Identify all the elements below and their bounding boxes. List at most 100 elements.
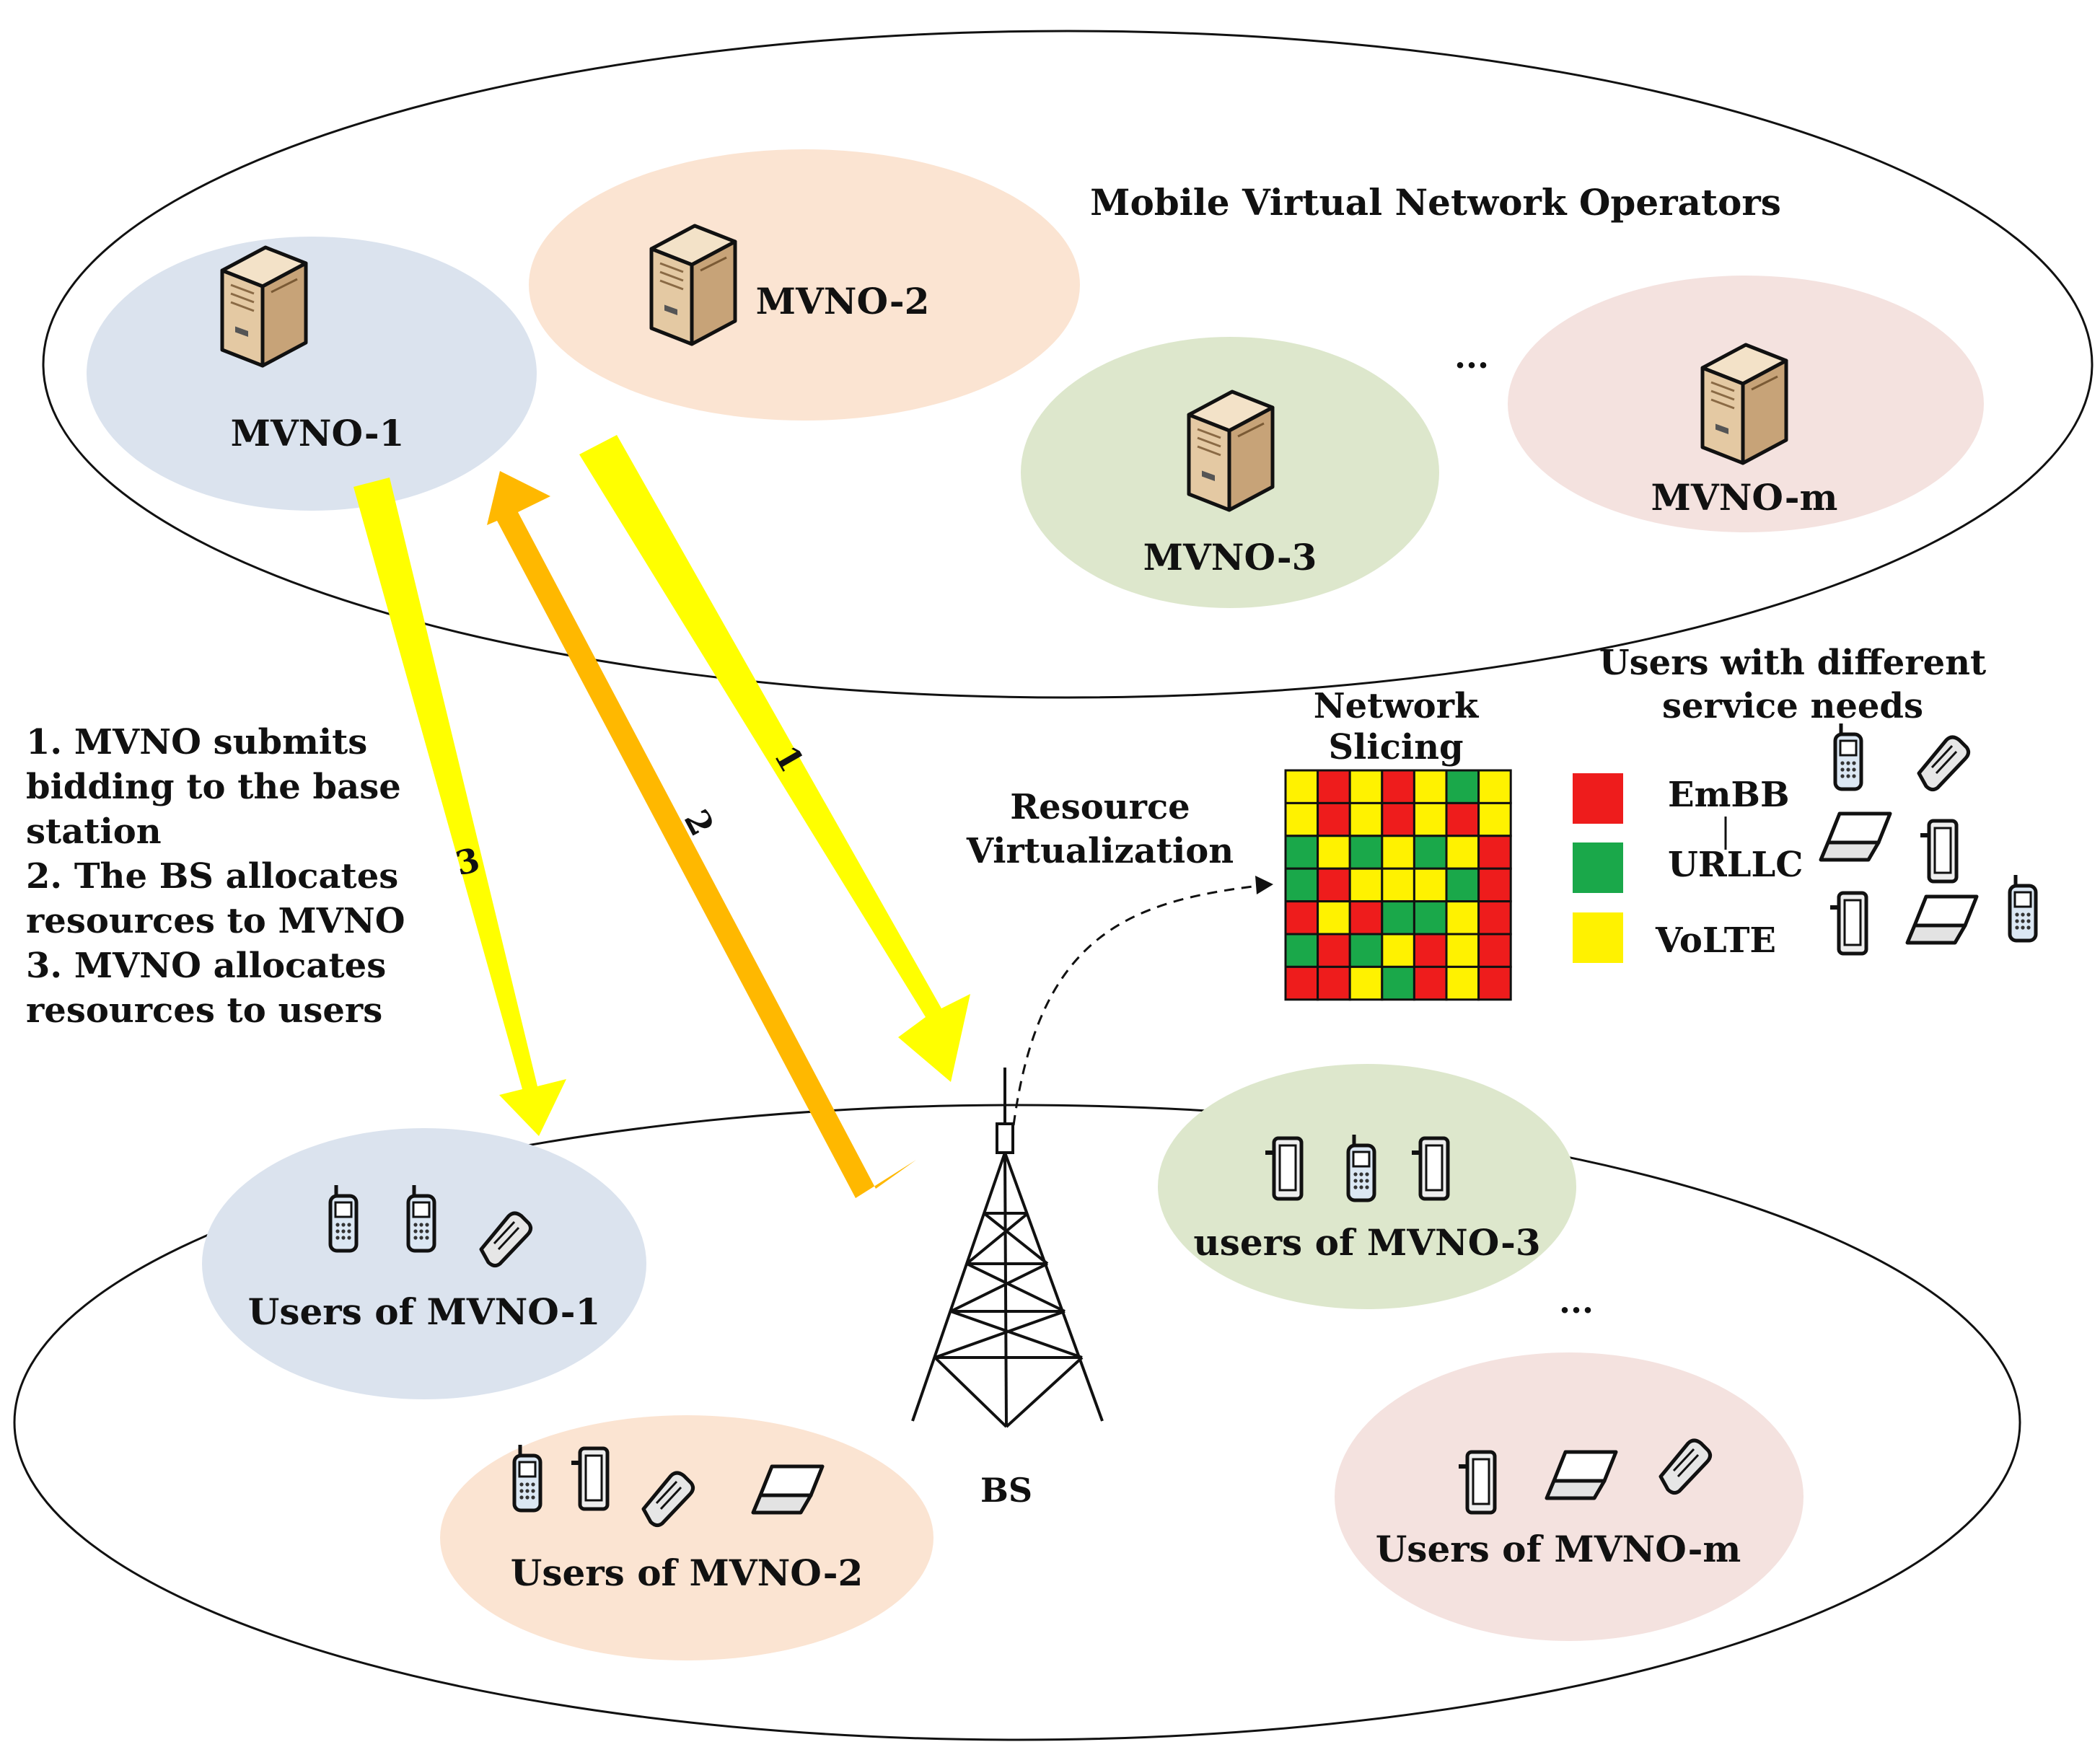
slice-cell <box>1413 835 1448 870</box>
users-mvno1-region <box>202 1128 646 1399</box>
slice-cell <box>1284 801 1319 837</box>
slice-cell <box>1348 801 1384 837</box>
mvno1-region <box>87 237 537 511</box>
slice-cell <box>1284 933 1319 968</box>
slice-cell <box>1348 867 1384 903</box>
laptop-icon <box>1907 897 1977 943</box>
slice-cell <box>1445 965 1480 1001</box>
slice-cell <box>1477 900 1512 936</box>
slice-cell <box>1413 867 1448 903</box>
slice-cell <box>1445 900 1480 936</box>
steps-line: 1. MVNO submits <box>26 722 367 762</box>
mvno3-label: MVNO-3 <box>1143 536 1317 578</box>
legend-embb-label: EmBB <box>1668 775 1790 815</box>
laptop-icon <box>1821 814 1890 860</box>
mvno1-label: MVNO-1 <box>231 412 405 454</box>
phone-icon <box>408 1185 434 1251</box>
phone-icon <box>330 1185 356 1251</box>
slice-cell <box>1317 933 1351 968</box>
slice-cell <box>1477 835 1512 870</box>
virtualization-arrow <box>1012 884 1260 1126</box>
base-station-label: BS <box>980 1471 1032 1510</box>
slice-cell <box>1413 933 1448 968</box>
slice-cell <box>1413 900 1448 936</box>
slice-cell <box>1348 835 1384 870</box>
slice-cell <box>1477 965 1512 1001</box>
arrow-2 <box>487 471 916 1198</box>
slicing-grid <box>1284 769 1512 1001</box>
slice-cell <box>1381 769 1415 804</box>
slice-cell <box>1348 933 1384 968</box>
server-icon <box>1703 345 1786 463</box>
pda-icon <box>1830 893 1866 954</box>
slice-cell <box>1445 769 1480 804</box>
operators-title: Mobile Virtual Network Operators <box>1090 181 1781 224</box>
slice-cell <box>1381 867 1415 903</box>
steps-line: bidding to the base <box>26 767 401 807</box>
slice-cell <box>1317 867 1351 903</box>
arrow-1 <box>579 435 970 1082</box>
phone-icon <box>1835 723 1861 789</box>
steps-line: resources to users <box>26 990 382 1031</box>
slice-cell <box>1381 801 1415 837</box>
slice-cell <box>1317 965 1351 1001</box>
users-ellipsis: ... <box>1559 1282 1594 1321</box>
slice-cell <box>1381 835 1415 870</box>
users-needs-label-2: service needs <box>1662 686 1923 726</box>
pda-icon <box>1920 821 1956 881</box>
legend-volte-swatch <box>1573 912 1623 963</box>
slice-cell <box>1381 965 1415 1001</box>
phone-icon <box>514 1445 540 1510</box>
slice-cell <box>1284 965 1319 1001</box>
slice-cell <box>1445 801 1480 837</box>
slice-cell <box>1284 867 1319 903</box>
operators-ellipse <box>42 30 2094 699</box>
steps-text: 1. MVNO submits bidding to the base stat… <box>26 722 405 1031</box>
virtualization-arrowhead <box>1255 876 1273 894</box>
slice-cell <box>1284 835 1319 870</box>
mvnom-label: MVNO-m <box>1651 476 1838 519</box>
phone-icon <box>1348 1135 1374 1200</box>
server-icon <box>1189 392 1273 510</box>
slice-cell <box>1413 965 1448 1001</box>
mvno2-label: MVNO-2 <box>756 280 930 322</box>
users-mvnom-label: Users of MVNO-m <box>1376 1528 1741 1570</box>
slice-cell <box>1413 801 1448 837</box>
slice-cell <box>1445 933 1480 968</box>
users-mvno2-region <box>440 1415 933 1660</box>
slicing-label-2: Slicing <box>1328 727 1463 767</box>
slice-cell <box>1445 867 1480 903</box>
users-mvno1-label: Users of MVNO-1 <box>248 1290 601 1333</box>
slice-cell <box>1317 900 1351 936</box>
virtualization-label-1: Resource <box>1010 787 1190 827</box>
mvno2-region <box>529 149 1080 421</box>
slice-cell <box>1477 801 1512 837</box>
phone-icon <box>2010 875 2036 941</box>
users-mvno3-label: users of MVNO-3 <box>1193 1221 1540 1264</box>
slice-cell <box>1477 769 1512 804</box>
steps-line: station <box>26 811 162 852</box>
server-icon <box>651 226 735 344</box>
slice-cell <box>1445 835 1480 870</box>
legend-volte-label: VoLTE <box>1655 920 1776 961</box>
legend-urllc-label: URLLC <box>1668 845 1803 885</box>
users-mvno2-label: Users of MVNO-2 <box>511 1552 864 1594</box>
slice-cell <box>1348 965 1384 1001</box>
legend-embb-swatch <box>1573 773 1623 824</box>
slice-cell <box>1381 933 1415 968</box>
slice-cell <box>1477 867 1512 903</box>
slice-cell <box>1348 769 1384 804</box>
slice-cell <box>1317 835 1351 870</box>
slice-cell <box>1477 933 1512 968</box>
slice-cell <box>1317 769 1351 804</box>
slice-cell <box>1284 769 1319 804</box>
arrow-3 <box>353 478 566 1136</box>
flip-phone-icon <box>1919 737 1969 790</box>
users-needs-label-1: Users with different <box>1599 643 1986 683</box>
slice-cell <box>1413 769 1448 804</box>
steps-line: 2. The BS allocates <box>26 856 398 897</box>
virtualization-label-2: Virtualization <box>966 831 1234 871</box>
slice-cell <box>1381 900 1415 936</box>
